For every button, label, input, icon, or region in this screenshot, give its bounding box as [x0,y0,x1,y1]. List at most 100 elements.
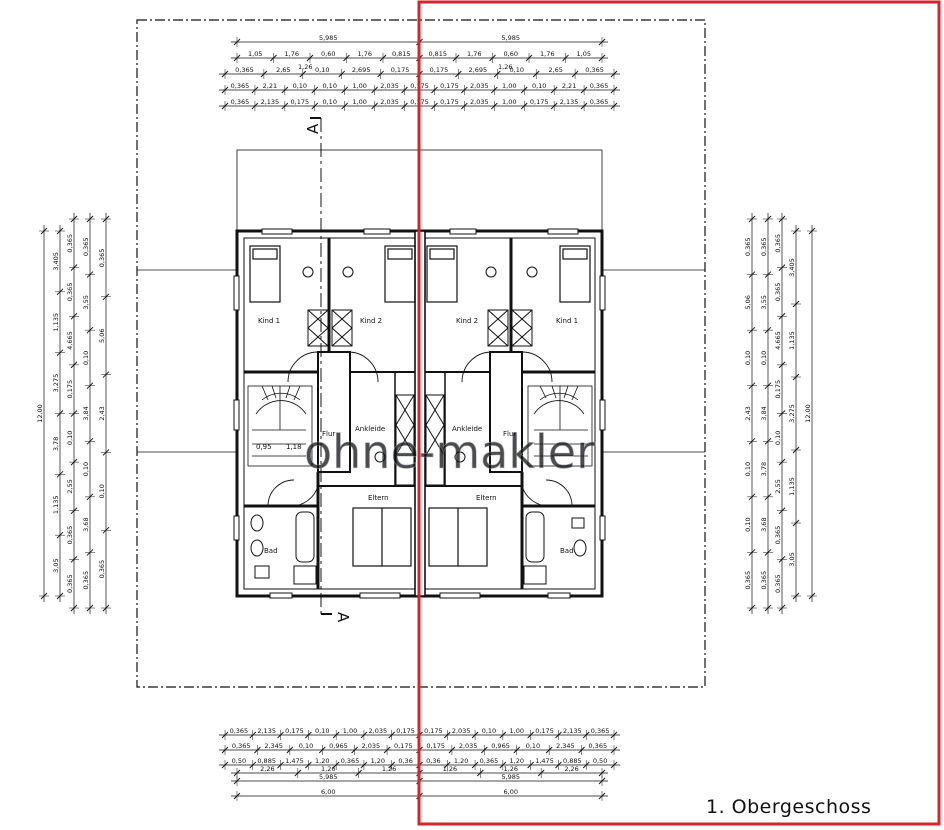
right-dim-col4-label: 0,365 [744,237,752,256]
bottom-dim-row2-label: 0,965 [491,742,510,750]
top-dim-row1-label: 1,76 [540,50,554,58]
left-dim-col1-label: 3,05 [52,558,60,572]
left-dim-col2-label: 0,365 [66,574,74,593]
bottom-dim-row2-label: 2,035 [459,742,478,750]
bottom-dim-row1-label: 2,035 [369,727,388,735]
section-marker-top: A [304,117,322,134]
top-dim-row1-label: 0,60 [321,50,335,58]
left-dim-col3-label: 0,365 [82,237,90,256]
right-dim-total-label: 12,00 [804,404,812,423]
top-dim-overall-label: 5,985 [319,34,338,42]
bottom-dim-row2-label: 0,10 [299,742,313,750]
bottom-dim-row4-label: 1,26 [321,765,335,773]
right-dim-col4-label: 2,43 [744,406,752,420]
roof-outline [136,19,706,688]
section-label-bottom: A [334,612,352,623]
bottom-dim-row2-label: 2,345 [264,742,283,750]
bottom-dim-row3-label: 0,36 [398,757,412,765]
floor-caption: 1. Obergeschoss [706,796,872,818]
bottom-dim-row1-label: 0,175 [535,727,554,735]
top-dim-row3-label: 2,21 [562,82,576,90]
right-dim-col1-label: 1,135 [788,331,796,350]
bottom-dim-row3-label: 1,20 [315,757,329,765]
top-dim-row2-label: 2,65 [276,66,290,74]
bottom-dim-row3-label: 1,20 [510,757,524,765]
wardrobes [307,309,533,486]
top-dim-row3-label: 0,365 [590,82,609,90]
room-label-kind2-right: Kind 2 [456,317,478,325]
left-dim-col4-label: 2,43 [98,406,106,420]
room-labels: Kind 1 Kind 2 Kind 2 Kind 1 Ankleide Ank… [256,317,578,555]
top-dim-row4-label: 2,135 [261,98,280,106]
bottom-dim-row1-label: 2,035 [452,727,471,735]
left-dim-col2-label: 0,175 [66,380,74,399]
top-dim-row4-label: 0,175 [530,98,549,106]
right-dim-col4-label: 5,06 [744,295,752,309]
door-swings [267,351,573,507]
top-dim-row4-label: 1,00 [502,98,516,106]
top-dim-overall-label: 5,985 [501,34,520,42]
top-dim-row1-label: 1,76 [285,50,299,58]
right-dim-col3-label: 3,84 [760,406,768,420]
bottom-dim-row4-label: 2,26 [564,765,578,773]
top-dim-row1-sub: 1,26 [498,63,512,71]
right-dim-col2-label: 0,10 [774,431,782,445]
room-label-ankleide-left: Ankleide [355,425,385,433]
top-dim-row4-label: 0,365 [590,98,609,106]
top-dim-row3-label: 0,175 [440,82,459,90]
watermark: ohne-makler [304,425,595,479]
left-dim-col4-label: 0,365 [98,249,106,268]
top-dim-row3-label: 0,10 [532,82,546,90]
left-dim-col1-label: 3,405 [52,252,60,271]
left-dim-col3-label: 3,55 [82,295,90,309]
top-dim-row2-label: 0,10 [510,66,524,74]
right-dim-col3-label: 3,55 [760,295,768,309]
bottom-dim-row2-label: 0,365 [232,742,251,750]
room-label-kind2-left: Kind 2 [360,317,382,325]
right-dim-col1-label: 3,275 [788,404,796,423]
left-dim-col1-label: 3,275 [52,374,60,393]
bottom-dim-row3-label: 0,365 [341,757,360,765]
bottom-dim-row2-label: 2,035 [362,742,381,750]
room-label-eltern-left: Eltern [368,494,389,502]
left-dim-col4-label: 0,10 [98,484,106,498]
top-dim-row4-label: 2,035 [380,98,399,106]
top-dim-row1-label: 1,76 [467,50,481,58]
bathroom-fixtures [250,511,587,585]
top-dim-row1-label: 1,05 [248,50,262,58]
right-dim-col2-label: 0,365 [774,574,782,593]
left-dim-total-label: 12,00 [36,404,44,423]
bottom-dim-total-label: 6,00 [321,788,335,796]
left-dim-col2-label: 0,365 [66,234,74,253]
bottom-dim-row2-label: 0,175 [426,742,445,750]
bottom-dim-overall-label: 5,985 [501,773,520,781]
top-dim-row1-label: 0,815 [428,50,447,58]
bottom-dim-row1-label: 0,175 [424,727,443,735]
right-dim-col3-label: 3,78 [760,462,768,476]
bottom-dim-row2-label: 2,345 [556,742,575,750]
right-dim-col2-label: 0,175 [774,380,782,399]
bottom-dim-row3-label: 1,20 [454,757,468,765]
bottom-dim-row3-label: 0,885 [563,757,582,765]
section-label-top: A [304,123,322,134]
left-dim-col2-label: 0,365 [66,283,74,302]
right-dim-col1-label: 3,05 [788,552,796,566]
stair-dim-width: 0,95 [256,443,272,451]
right-dim-col3-label: 0,10 [760,351,768,365]
bottom-dim-overall-label: 5,985 [319,773,338,781]
top-dim-row3-label: 0,365 [231,82,250,90]
bottom-dim-row4-label: 1,26 [382,765,396,773]
right-dim-col2-label: 4,665 [774,331,782,350]
bottom-dim-row1-label: 1,00 [343,727,357,735]
left-dim-col4-label: 5,06 [98,328,106,342]
right-dim-col2-label: 0,365 [774,526,782,545]
windows [233,228,606,599]
top-dim-row3-label: 0,10 [322,82,336,90]
top-dim-row2-label: 0,175 [430,66,449,74]
top-dim-row3-label: 2,035 [470,82,489,90]
left-dim-col1-label: 1,135 [52,313,60,332]
wall-core [317,351,351,473]
bottom-dim-row3-label: 0,50 [232,757,246,765]
